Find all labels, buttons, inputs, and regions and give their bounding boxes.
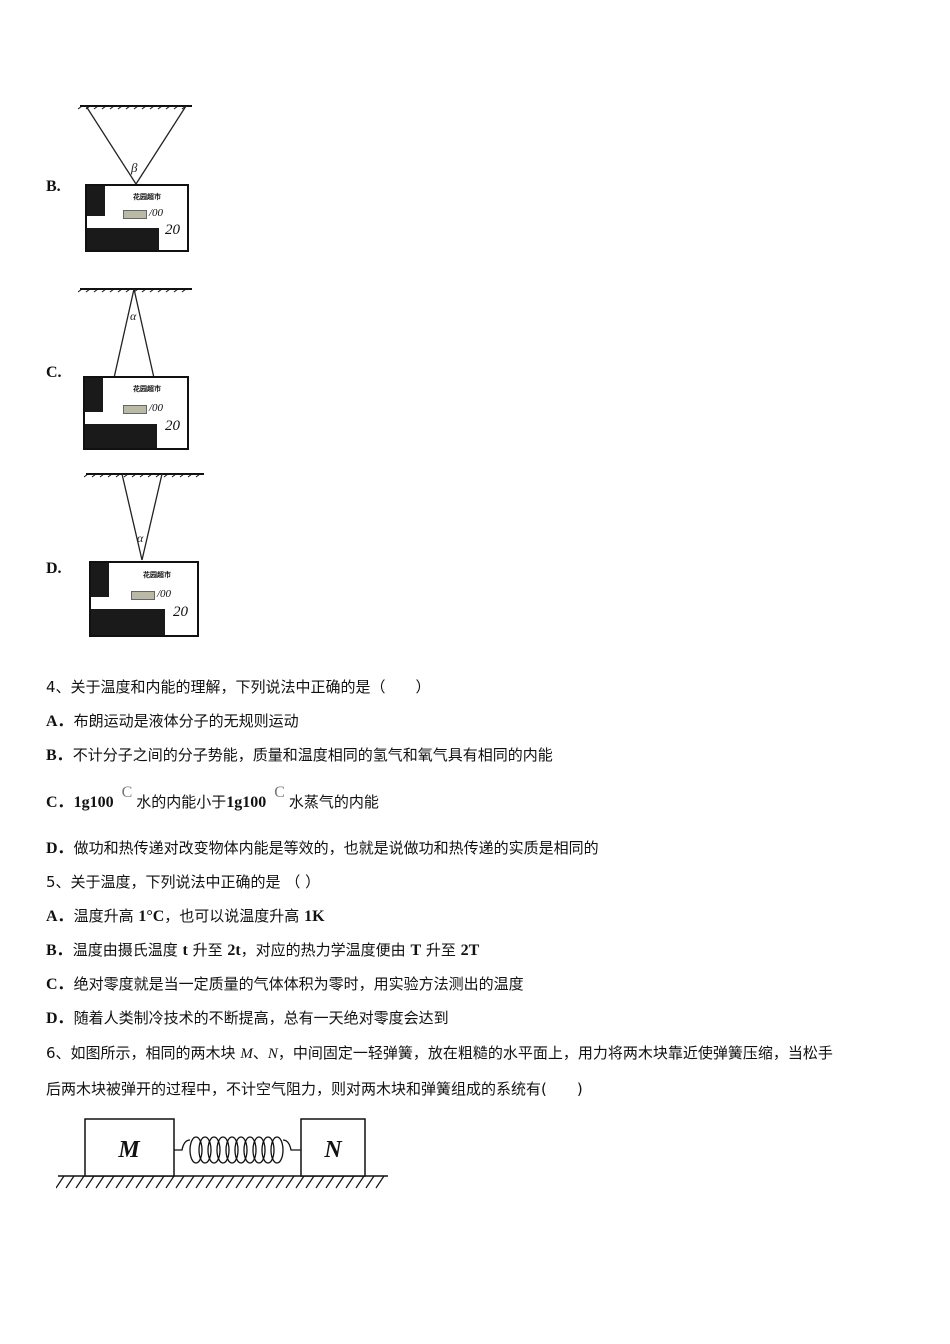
svg-text:β: β	[130, 160, 138, 175]
svg-text:N: N	[323, 1137, 343, 1163]
q4-option-b: B．不计分子之间的分子势能，质量和温度相同的氢气和氧气具有相同的内能	[46, 746, 553, 764]
q4-option-a: A．布朗运动是液体分子的无规则运动	[46, 712, 299, 730]
figure-d-hanging-sign: α	[84, 473, 204, 561]
degree-celsius-symbol: C	[274, 784, 285, 801]
option-d-label: D.	[46, 560, 62, 577]
option-b-label: B.	[46, 178, 61, 195]
svg-text:α: α	[137, 531, 144, 545]
q5-option-d: D．随着人类制冷技术的不断提高，总有一天绝对零度会达到	[46, 1009, 449, 1027]
q6-stem-line2: 后两木块被弹开的过程中，不计空气阻力，则对两木块和弹簧组成的系统有( )	[46, 1080, 583, 1098]
q4-stem: 4、关于温度和内能的理解，下列说法中正确的是（ ）	[46, 678, 431, 696]
q5-option-c: C．绝对零度就是当一定质量的气体体积为零时，用实验方法测出的温度	[46, 975, 524, 993]
svg-text:α: α	[130, 309, 137, 323]
svg-text:M: M	[117, 1137, 141, 1163]
q4-option-d: D．做功和热传递对改变物体内能是等效的，也就是说做功和热传递的实质是相同的	[46, 839, 599, 857]
q5-option-b: B．温度由摄氏温度 t 升至 2t，对应的热力学温度便由 T 升至 2T	[46, 941, 480, 959]
option-c-label: C.	[46, 364, 62, 381]
figure-d-sign: 花园超市 /00 20	[89, 561, 199, 637]
degree-celsius-symbol: C	[121, 784, 133, 801]
figure-c-sign: 花园超市 /00 20	[83, 376, 189, 450]
figure-spring-blocks: M N	[56, 1118, 388, 1189]
figure-b-hanging-sign: β	[78, 105, 192, 185]
figure-b-sign: 花园超市 /00 20	[85, 184, 189, 252]
figure-c-hanging-sign: α	[78, 288, 192, 379]
q5-option-a: A．温度升高 1°C，也可以说温度升高 1K	[46, 907, 325, 925]
q4-option-c: C．1g100C水的内能小于1g100C水蒸气的内能	[46, 784, 379, 811]
q6-stem-line1: 6、如图所示，相同的两木块 M、N，中间固定一轻弹簧，放在粗糙的水平面上，用力将…	[46, 1044, 833, 1062]
q5-stem: 5、关于温度，下列说法中正确的是 （ ）	[46, 873, 321, 891]
